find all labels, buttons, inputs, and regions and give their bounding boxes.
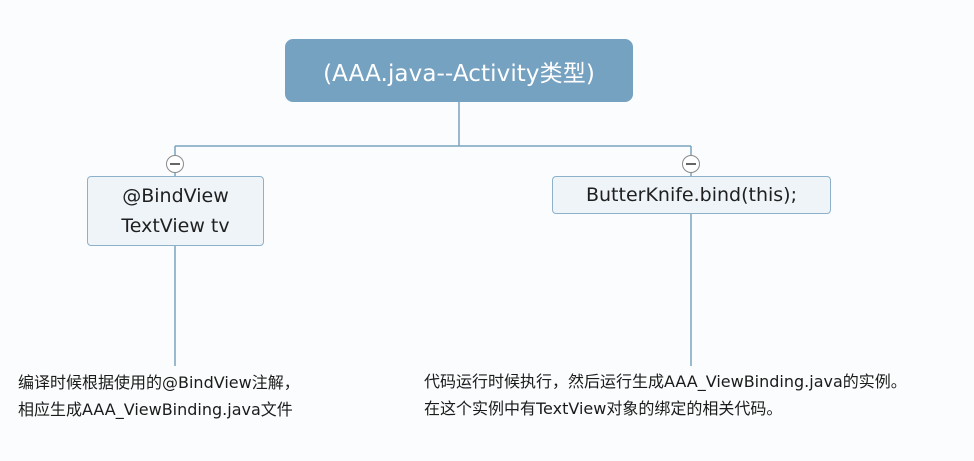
left-note: 编译时候根据使用的@BindView注解， 相应生成AAA_ViewBindin… bbox=[18, 369, 348, 423]
right-note-line-1: 代码运行时候执行，然后运行生成AAA_ViewBinding.java的实例。 bbox=[424, 372, 907, 391]
right-child-label: ButterKnife.bind(this); bbox=[585, 184, 797, 206]
left-child-node[interactable]: @BindView TextView tv bbox=[87, 176, 264, 246]
left-note-line-2: 相应生成AAA_ViewBinding.java文件 bbox=[18, 400, 293, 419]
left-child-line-1: @BindView bbox=[122, 185, 229, 207]
left-child-line-2: TextView tv bbox=[121, 215, 230, 237]
right-note-line-2: 在这个实例中有TextView对象的绑定的相关代码。 bbox=[424, 399, 783, 418]
right-child-node[interactable]: ButterKnife.bind(this); bbox=[552, 176, 831, 214]
left-note-line-1: 编译时候根据使用的@BindView注解， bbox=[18, 373, 300, 392]
root-node[interactable]: (AAA.java--Activity类型) bbox=[285, 39, 633, 102]
root-label: (AAA.java--Activity类型) bbox=[323, 60, 595, 87]
right-note: 代码运行时候执行，然后运行生成AAA_ViewBinding.java的实例。 … bbox=[424, 368, 969, 422]
collapse-left-icon[interactable] bbox=[166, 155, 184, 173]
collapse-right-icon[interactable] bbox=[682, 155, 700, 173]
